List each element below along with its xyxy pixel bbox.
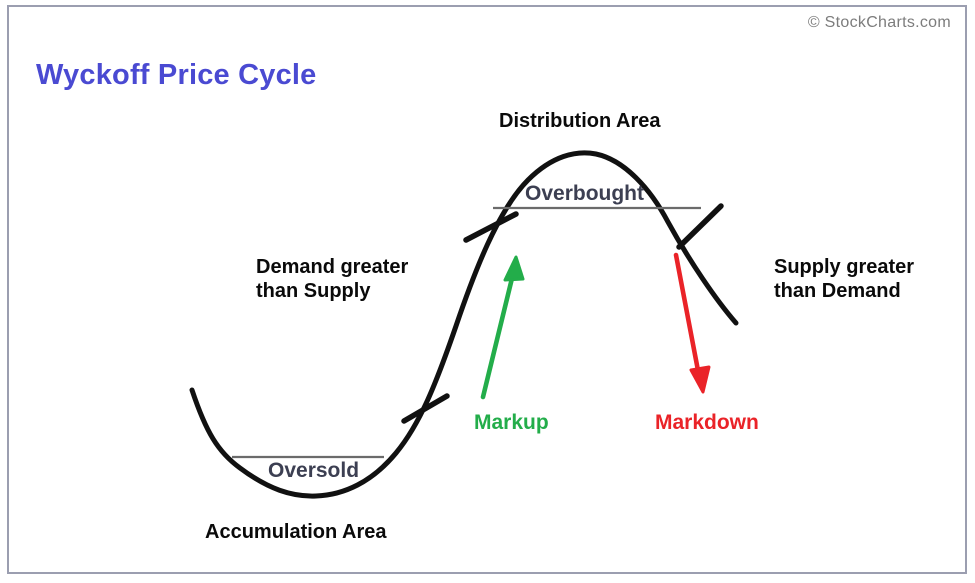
markup-arrow xyxy=(480,255,525,400)
tick-mark-markup-start xyxy=(401,393,450,424)
stockcharts-watermark: © StockCharts.com xyxy=(807,14,951,31)
demand-greater-than-supply-label: Demand greater than Supply xyxy=(256,256,409,302)
image-frame-border xyxy=(7,5,967,574)
price-cycle-curve xyxy=(189,150,739,499)
distribution-area-label: Distribution Area xyxy=(499,110,661,132)
oversold-label: Oversold xyxy=(268,459,360,482)
tick-mark-distribution-start xyxy=(463,211,519,243)
overbought-label: Overbought xyxy=(525,182,644,205)
supply-greater-than-demand-label: Supply greater than Demand xyxy=(774,256,915,302)
markdown-arrow xyxy=(673,252,711,394)
accumulation-area-label: Accumulation Area xyxy=(205,521,387,543)
page-title: Wyckoff Price Cycle xyxy=(36,59,317,91)
tick-mark-markdown-start xyxy=(676,203,724,250)
markup-label: Markup xyxy=(474,411,549,434)
markdown-label: Markdown xyxy=(655,411,759,434)
